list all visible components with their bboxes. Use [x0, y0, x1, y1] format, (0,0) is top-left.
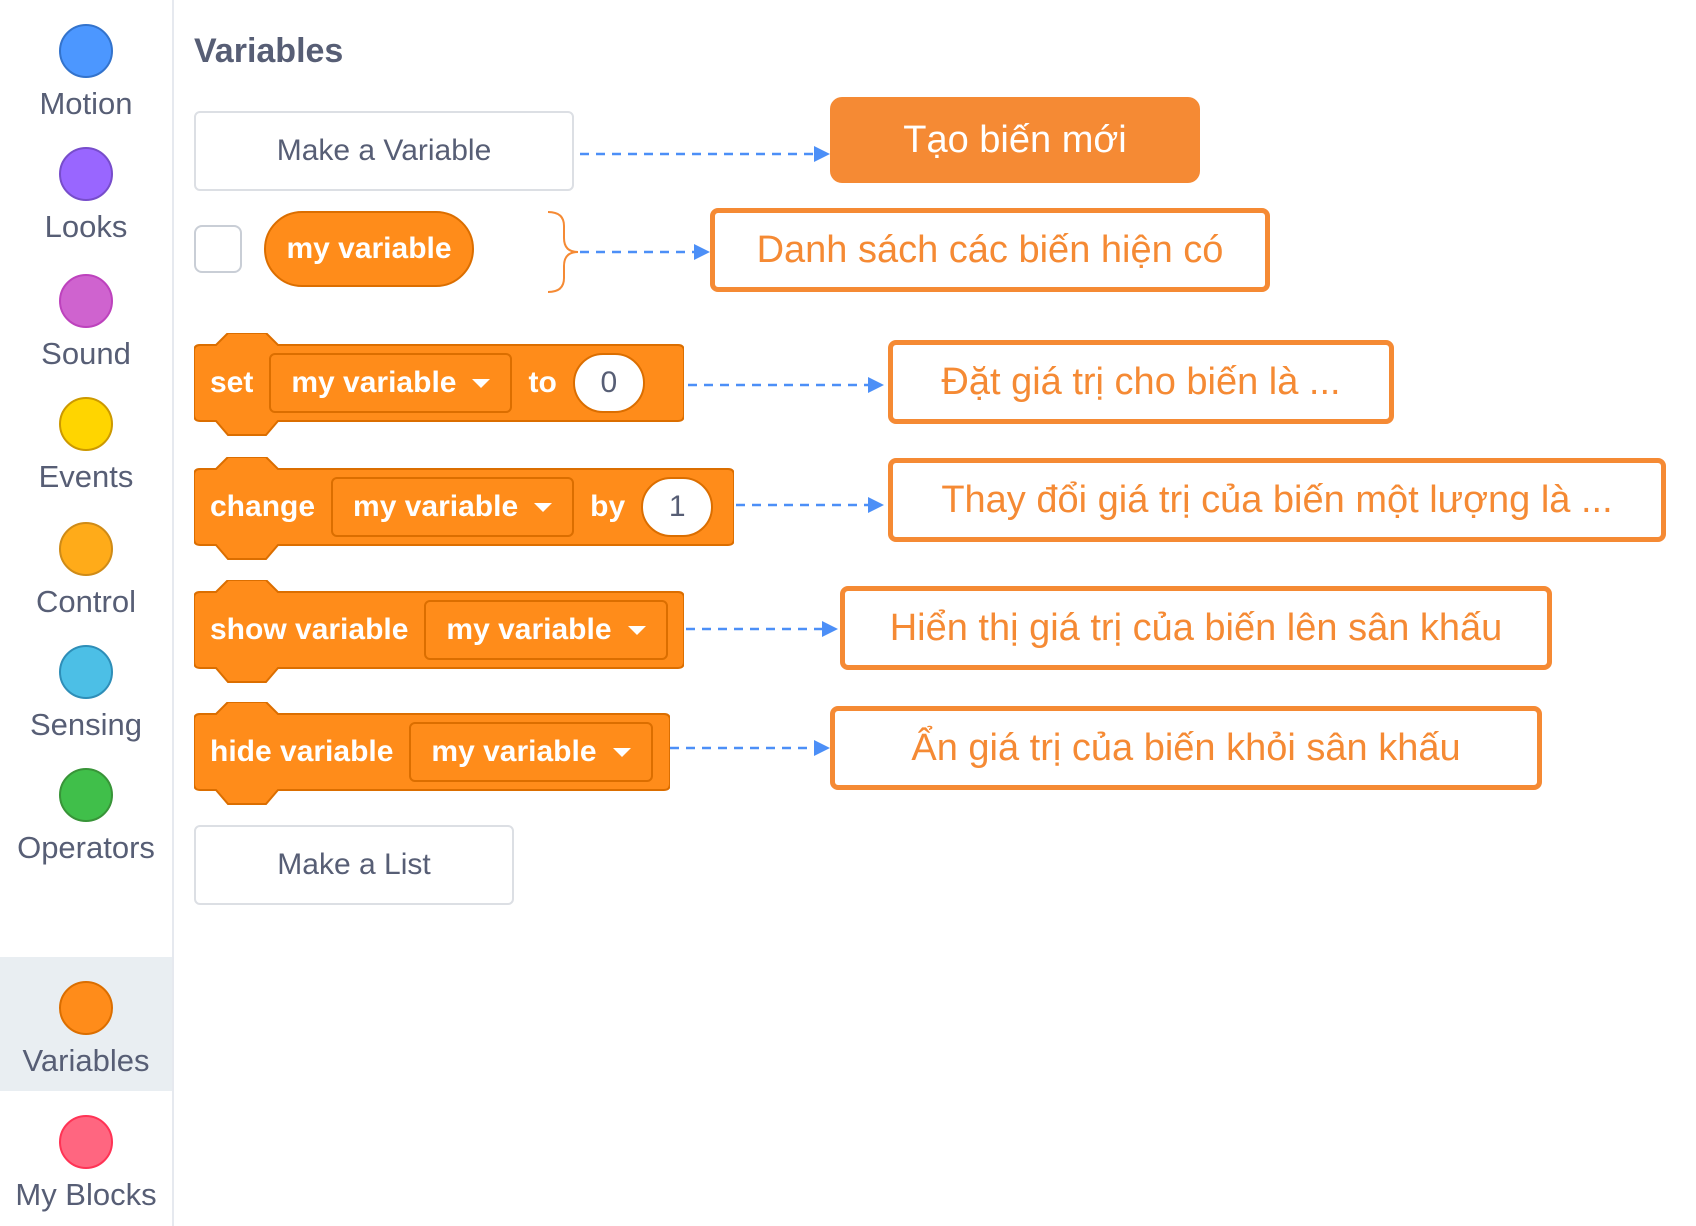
value-input[interactable]: 1	[641, 477, 714, 537]
looks-dot-icon	[59, 147, 113, 201]
block-keyword: to	[528, 366, 557, 399]
block-keyword: set	[210, 366, 254, 399]
category-control[interactable]: Control	[0, 498, 172, 632]
sensing-dot-icon	[59, 645, 113, 699]
arrowhead-icon	[814, 740, 830, 756]
motion-dot-icon	[59, 24, 113, 78]
arrowhead-icon	[868, 497, 884, 513]
events-dot-icon	[59, 397, 113, 451]
bracket-icon	[547, 211, 579, 293]
variable-dropdown[interactable]: my variable	[424, 600, 668, 660]
category-variables[interactable]: Variables	[0, 957, 172, 1091]
annotation-make-variable: Tạo biến mới	[830, 97, 1200, 183]
dropdown-caret-icon	[612, 747, 631, 757]
category-events[interactable]: Events	[0, 373, 172, 507]
variable-dropdown[interactable]: my variable	[331, 477, 575, 537]
category-label: Variables	[22, 1043, 150, 1078]
category-my-blocks[interactable]: My Blocks	[0, 1091, 172, 1225]
annotation-set: Đặt giá trị cho biến là ...	[888, 340, 1394, 424]
dropdown-label: my variable	[431, 735, 597, 768]
category-label: Sensing	[29, 707, 143, 742]
make-list-button[interactable]: Make a List	[194, 825, 514, 905]
variable-dropdown[interactable]: my variable	[409, 722, 653, 782]
palette-title: Variables	[194, 32, 344, 70]
control-dot-icon	[59, 522, 113, 576]
sound-dot-icon	[59, 274, 113, 328]
block-keyword: hide variable	[210, 735, 394, 768]
arrowhead-icon	[694, 244, 710, 260]
annotation-change: Thay đổi giá trị của biến một lượng là .…	[888, 458, 1666, 542]
dropdown-label: my variable	[446, 613, 612, 646]
block-keyword: by	[590, 490, 626, 523]
category-operators[interactable]: Operators	[0, 744, 172, 878]
category-label: Looks	[44, 209, 128, 244]
change-variable-block[interactable]: change my variable by 1	[194, 457, 734, 569]
operators-dot-icon	[59, 768, 113, 822]
value-input[interactable]: 0	[572, 353, 645, 413]
variables-dot-icon	[59, 981, 113, 1035]
variable-checkbox[interactable]	[194, 225, 242, 273]
variable-dropdown[interactable]: my variable	[269, 353, 513, 413]
dropdown-label: my variable	[353, 490, 519, 523]
dropdown-caret-icon	[534, 502, 553, 512]
block-keyword: change	[210, 490, 316, 523]
category-sound[interactable]: Sound	[0, 250, 172, 384]
set-variable-block[interactable]: set my variable to 0	[194, 333, 684, 445]
arrowhead-icon	[814, 146, 830, 162]
my-blocks-dot-icon	[59, 1115, 113, 1169]
dropdown-caret-icon	[472, 378, 491, 388]
annotation-show: Hiển thị giá trị của biến lên sân khấu	[840, 586, 1552, 670]
show-variable-block[interactable]: show variable my variable	[194, 580, 684, 692]
category-sidebar: Motion Looks Sound Events Control Sensin…	[0, 0, 174, 1226]
category-motion[interactable]: Motion	[0, 0, 172, 134]
category-label: Control	[36, 584, 136, 619]
annotation-variable-list: Danh sách các biến hiện có	[710, 208, 1270, 292]
arrowhead-icon	[868, 377, 884, 393]
category-label: My Blocks	[15, 1177, 157, 1212]
category-label: Motion	[39, 86, 133, 121]
category-looks[interactable]: Looks	[0, 123, 172, 257]
dropdown-label: my variable	[291, 366, 457, 399]
category-label: Sound	[41, 336, 131, 371]
make-variable-button[interactable]: Make a Variable	[194, 111, 574, 191]
block-keyword: show variable	[210, 613, 409, 646]
annotation-hide: Ẩn giá trị của biến khỏi sân khấu	[830, 706, 1542, 790]
hide-variable-block[interactable]: hide variable my variable	[194, 702, 670, 814]
variable-reporter[interactable]: my variable	[264, 211, 474, 287]
arrowhead-icon	[822, 621, 838, 637]
category-label: Operators	[17, 830, 155, 865]
dropdown-caret-icon	[627, 625, 646, 635]
category-label: Events	[38, 459, 134, 494]
category-sensing[interactable]: Sensing	[0, 621, 172, 755]
